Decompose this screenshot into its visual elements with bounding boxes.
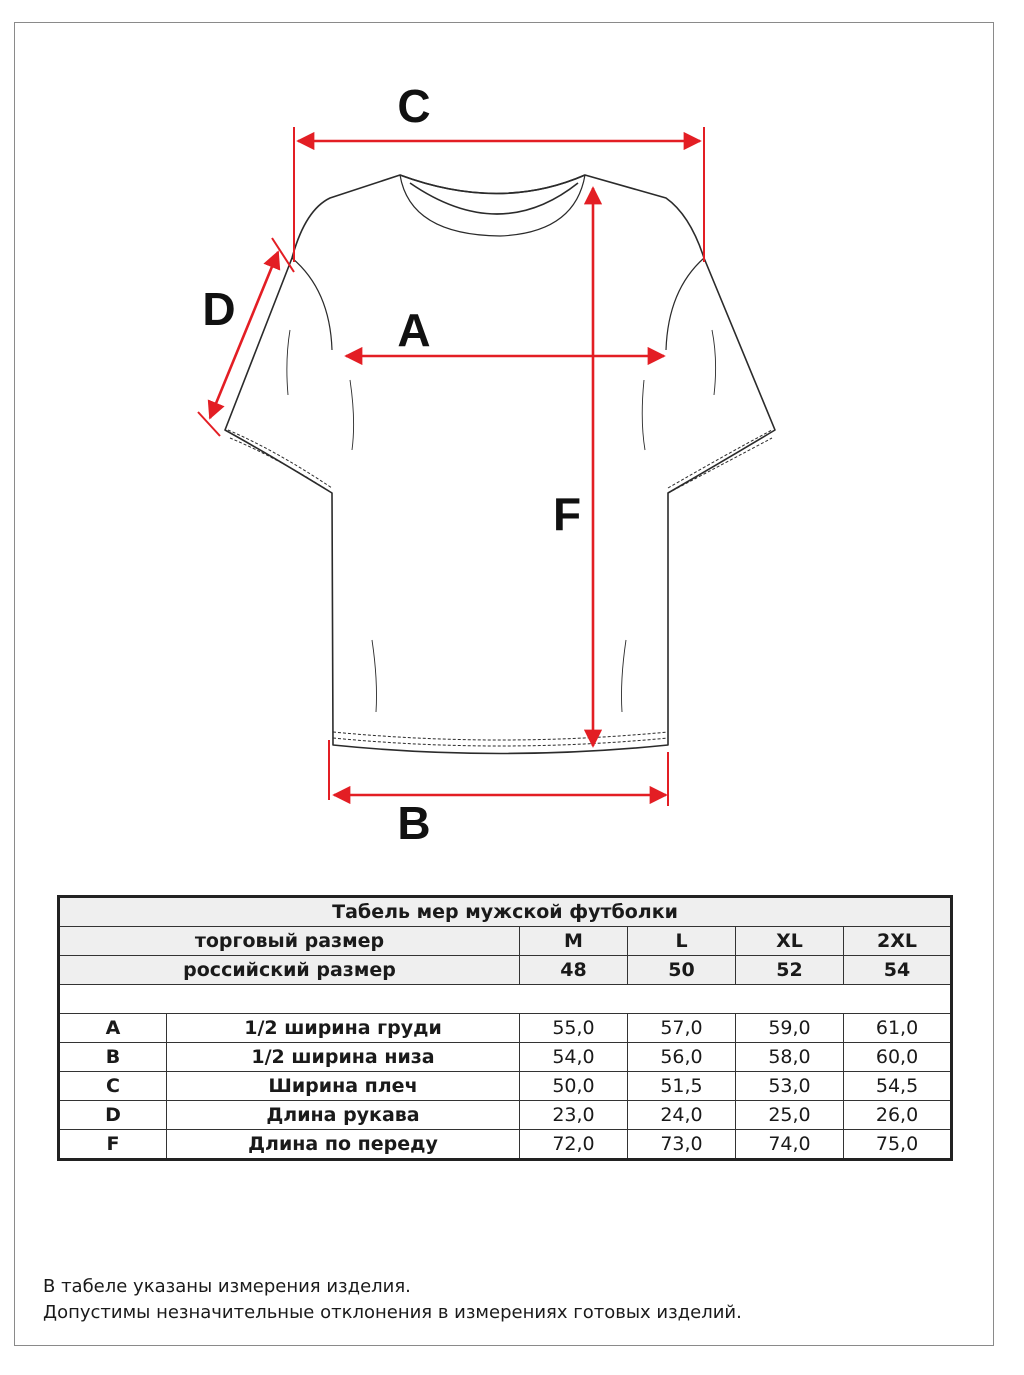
row-value: 23,0 <box>519 1100 628 1130</box>
trade-size-label: торговый размер <box>58 926 520 956</box>
row-value: 59,0 <box>735 1013 844 1043</box>
row-value: 51,5 <box>627 1071 736 1101</box>
row-value: 74,0 <box>735 1129 844 1160</box>
table-spacer <box>57 984 953 1014</box>
row-value: 26,0 <box>842 1100 953 1130</box>
row-value: 50,0 <box>519 1071 628 1101</box>
row-code: C <box>58 1071 167 1101</box>
label-f: F <box>553 488 581 540</box>
russian-size: 52 <box>735 955 844 985</box>
row-code: F <box>58 1129 167 1160</box>
row-name: Длина по переду <box>166 1129 520 1160</box>
russian-size: 54 <box>842 955 953 985</box>
row-value: 54,0 <box>519 1042 628 1072</box>
notes: В табеле указаны измерения изделия. Допу… <box>43 1274 742 1326</box>
row-code: A <box>58 1013 167 1043</box>
measurement-arrows <box>197 127 705 806</box>
row-value: 56,0 <box>627 1042 736 1072</box>
row-value: 75,0 <box>842 1129 953 1160</box>
trade-size: M <box>519 926 628 956</box>
label-b: B <box>397 797 430 849</box>
table-row: D Длина рукава 23,0 24,0 25,0 26,0 <box>58 1100 953 1130</box>
table-row: A 1/2 ширина груди 55,0 57,0 59,0 61,0 <box>58 1013 953 1043</box>
row-value: 58,0 <box>735 1042 844 1072</box>
row-value: 73,0 <box>627 1129 736 1160</box>
page-frame <box>14 22 994 1346</box>
table-title: Табель мер мужской футболки <box>57 896 953 927</box>
row-value: 55,0 <box>519 1013 628 1043</box>
table-row: C Ширина плеч 50,0 51,5 53,0 54,5 <box>58 1071 953 1101</box>
row-value: 54,5 <box>842 1071 953 1101</box>
label-a: A <box>397 304 430 356</box>
row-value: 61,0 <box>842 1013 953 1043</box>
table-row: F Длина по переду 72,0 73,0 74,0 75,0 <box>58 1129 953 1160</box>
note-line: В табеле указаны измерения изделия. <box>43 1276 411 1297</box>
row-name: 1/2 ширина низа <box>166 1042 520 1072</box>
trade-size: 2XL <box>842 926 953 956</box>
size-table: Табель мер мужской футболки торговый раз… <box>57 895 954 1161</box>
row-value: 24,0 <box>627 1100 736 1130</box>
table-row: B 1/2 ширина низа 54,0 56,0 58,0 60,0 <box>58 1042 953 1072</box>
note-line: Допустимы незначительные отклонения в из… <box>43 1302 742 1323</box>
row-code: B <box>58 1042 167 1072</box>
row-name: Длина рукава <box>166 1100 520 1130</box>
trade-size: XL <box>735 926 844 956</box>
row-value: 60,0 <box>842 1042 953 1072</box>
label-c: C <box>397 80 430 132</box>
tshirt-outline <box>224 174 776 755</box>
row-name: Ширина плеч <box>166 1071 520 1101</box>
row-value: 72,0 <box>519 1129 628 1160</box>
russian-size-label: российский размер <box>58 955 520 985</box>
row-code: D <box>58 1100 167 1130</box>
row-name: 1/2 ширина груди <box>166 1013 520 1043</box>
trade-size: L <box>627 926 736 956</box>
row-value: 53,0 <box>735 1071 844 1101</box>
label-d: D <box>202 283 235 335</box>
russian-size: 48 <box>519 955 628 985</box>
tshirt-diagram: C D A F B <box>197 80 776 849</box>
row-value: 57,0 <box>627 1013 736 1043</box>
row-value: 25,0 <box>735 1100 844 1130</box>
russian-size: 50 <box>627 955 736 985</box>
